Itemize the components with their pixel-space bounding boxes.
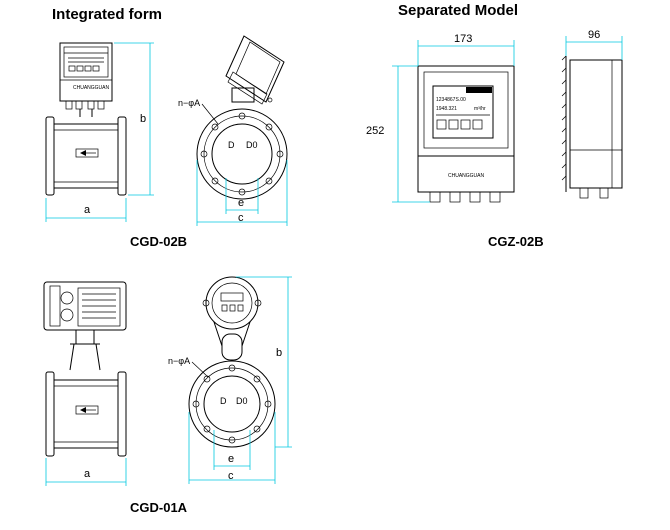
dimension-c-01a: c bbox=[228, 470, 234, 482]
flow-arrow-01a bbox=[75, 405, 99, 415]
label-d: D bbox=[228, 140, 235, 150]
display-line2: 1948.321 bbox=[436, 106, 457, 112]
dimension-e-01a: e bbox=[228, 453, 234, 465]
converter-box bbox=[59, 42, 113, 102]
model-label-cgz02b: CGZ-02B bbox=[488, 234, 544, 249]
dimension-b: b bbox=[140, 113, 146, 125]
tilted-converter bbox=[225, 35, 285, 103]
pipe-body bbox=[53, 123, 119, 189]
flange-inner-d-01a bbox=[203, 375, 261, 433]
label-d0: D0 bbox=[246, 140, 258, 150]
cgz02b-side-view: 96 bbox=[561, 29, 623, 199]
converter-display bbox=[63, 46, 109, 78]
flange-outer bbox=[196, 108, 288, 200]
label-d0-01a: D0 bbox=[236, 396, 248, 406]
label-d-01a: D bbox=[220, 396, 227, 406]
separated-side-box bbox=[569, 59, 623, 189]
flow-arrow bbox=[75, 148, 99, 158]
display-line1: 1234867S.00 bbox=[436, 97, 466, 103]
cgd02b-side-view: D D0 n−φA e c bbox=[178, 35, 288, 226]
separated-display-window bbox=[432, 85, 494, 139]
heading-integrated-form: Integrated form bbox=[52, 6, 163, 23]
pipe-body-01a bbox=[53, 379, 119, 449]
model-label-cgd01a: CGD-01A bbox=[130, 500, 188, 515]
cgd01a-front-view: a bbox=[43, 281, 127, 486]
cgd02b-front-view: CHUANGGUAN a b bbox=[45, 42, 154, 222]
display-unit: m³/hr bbox=[474, 106, 486, 112]
cgz02b-front-view: 1234867S.00 1948.321 m³/hr CHUANGGUAN 17… bbox=[366, 33, 515, 203]
dimension-a-01a: a bbox=[84, 468, 91, 480]
dimension-c: c bbox=[238, 212, 244, 224]
right-flange bbox=[117, 116, 127, 196]
label-n-phi-a: n−φA bbox=[178, 98, 200, 108]
dimension-96: 96 bbox=[588, 29, 600, 41]
side-neck bbox=[231, 87, 255, 103]
heading-separated-model: Separated Model bbox=[398, 2, 519, 19]
cgd01a-side-view: D D0 n−φA e c b bbox=[168, 276, 292, 484]
dimension-252: 252 bbox=[366, 125, 384, 137]
separated-brand: CHUANGGUAN bbox=[448, 173, 485, 179]
round-converter-head bbox=[205, 276, 259, 330]
dimension-b-01a: b bbox=[276, 347, 282, 359]
dimension-e: e bbox=[238, 197, 244, 209]
flange-outer-01a bbox=[188, 360, 276, 448]
dimension-173: 173 bbox=[454, 33, 472, 45]
right-flange-01a bbox=[117, 371, 127, 457]
label-n-phi-a-01a: n−φA bbox=[168, 356, 190, 366]
flange-inner-d bbox=[211, 123, 273, 185]
left-flange bbox=[45, 116, 55, 196]
left-flange-01a bbox=[45, 371, 55, 457]
converter-brand: CHUANGGUAN bbox=[73, 85, 110, 91]
separated-converter-box bbox=[417, 65, 515, 193]
dimension-a: a bbox=[84, 204, 91, 216]
model-label-cgd02b: CGD-02B bbox=[130, 234, 188, 249]
